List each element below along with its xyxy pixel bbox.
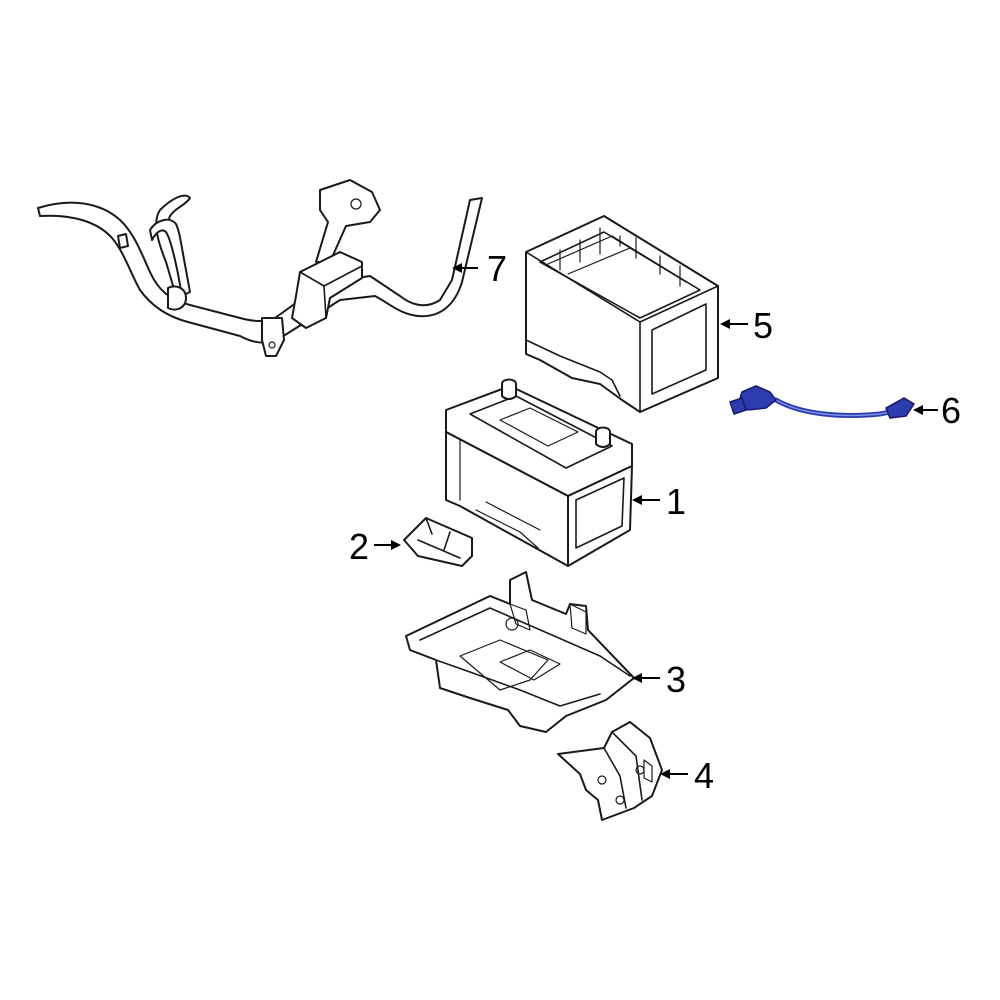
callout-1[interactable]: 1	[666, 481, 686, 522]
leader-arrow-2	[391, 540, 401, 550]
part-6-battery-cable[interactable]	[729, 385, 916, 419]
part-7-cable-harness[interactable]	[37, 179, 483, 357]
leader-arrow-3	[632, 673, 642, 683]
callout-2[interactable]: 2	[349, 526, 369, 567]
leader-arrow-7	[452, 263, 462, 273]
part-3-battery-tray[interactable]	[405, 571, 635, 733]
callout-6[interactable]: 6	[941, 390, 961, 431]
leader-arrow-1	[632, 495, 642, 505]
part-5-battery-insulator-box[interactable]	[525, 215, 719, 413]
callout-7[interactable]: 7	[487, 248, 507, 289]
leader-arrow-6	[913, 405, 923, 415]
leader-arrow-4	[660, 769, 670, 779]
callout-4[interactable]: 4	[694, 755, 714, 796]
leader-arrow-5	[720, 319, 730, 329]
part-1-battery[interactable]	[445, 378, 633, 567]
callout-3[interactable]: 3	[666, 659, 686, 700]
part-4-tray-bracket[interactable]	[557, 721, 663, 821]
part-2-battery-hold-down[interactable]	[403, 517, 473, 567]
callout-5[interactable]: 5	[753, 305, 773, 346]
